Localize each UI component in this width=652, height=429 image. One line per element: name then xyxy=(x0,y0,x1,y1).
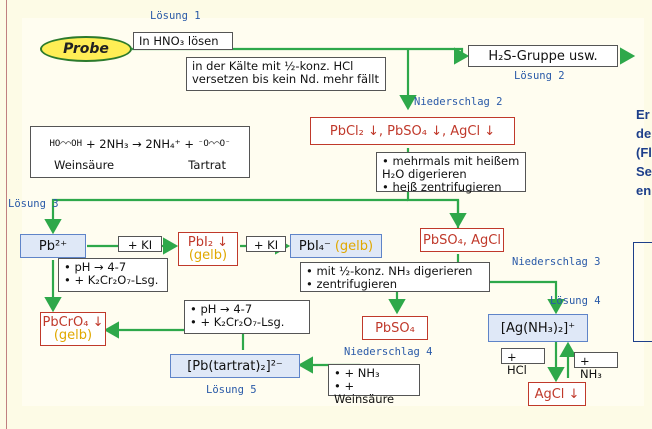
step-ki1: + KI xyxy=(118,236,162,252)
side-box-fragment xyxy=(633,242,652,342)
step-nh3-weinsaeure: + NH₃ + Weinsäure xyxy=(328,364,420,406)
arrow-to-agnh3 xyxy=(458,280,565,315)
side-text-line: en xyxy=(636,183,652,198)
pbi2-color: (gelb) xyxy=(188,248,228,263)
arrow-probe-h2s xyxy=(132,47,470,65)
step-ph-2-line: pH → 4-7 xyxy=(190,303,304,316)
side-text-line: de xyxy=(636,126,652,141)
reaction-equation: + 2NH₃ → 2NH₄⁺ + xyxy=(86,136,194,151)
step-nh3: mit ½-konz. NH₃ digerieren zentrifugiere… xyxy=(300,262,490,292)
step-hcl: in der Kälte mit ½-konz. HCl versetzen b… xyxy=(186,57,386,91)
node-pb2: Pb²⁺ xyxy=(20,234,86,258)
label-loesung1: Lösung 1 xyxy=(150,10,201,22)
label-loesung3: Lösung 3 xyxy=(8,198,59,210)
label-niederschlag3: Niederschlag 3 xyxy=(512,256,601,268)
tartrat-structure-icon: ⁻O⌒⌒O⁻ xyxy=(197,138,231,149)
step-ph-1: pH → 4-7 + K₂Cr₂O₇-Lsg. xyxy=(58,258,168,292)
reaction-box: HO⌒⌒OH + 2NH₃ → 2NH₄⁺ + ⁻O⌒⌒O⁻ Weinsäure… xyxy=(30,126,250,178)
label-loesung2: Lösung 2 xyxy=(514,70,565,82)
label-loesung5: Lösung 5 xyxy=(206,384,257,396)
step-hcl-add: + HCl xyxy=(501,348,545,377)
pbi2-formula: PbI₂ ↓ xyxy=(187,235,229,250)
tartrat-label: Tartrat xyxy=(188,158,226,172)
label-niederschlag4: Niederschlag 4 xyxy=(344,346,433,358)
side-text-line: (Fl xyxy=(636,145,652,160)
pbi4-formula: PbI₄⁻ xyxy=(298,238,331,254)
node-pbso4-agcl: PbSO₄, AgCl xyxy=(420,228,504,252)
step-hot-water: mehrmals mit heißem H₂O digerieren heiß … xyxy=(376,152,526,194)
node-agnh3: [Ag(NH₃)₂]⁺ xyxy=(488,314,588,342)
step-nh3-2: zentrifugieren xyxy=(306,278,484,291)
node-agcl: AgCl ↓ xyxy=(528,382,586,406)
step-nh3-add: + NH₃ xyxy=(334,367,414,380)
step-k2cr-2-line: + K₂Cr₂O₇-Lsg. xyxy=(190,316,304,329)
weinsaeure-label: Weinsäure xyxy=(54,158,115,172)
side-text-line: Er xyxy=(636,107,650,122)
step-nh3-add2: + NH₃ xyxy=(574,352,618,381)
step-ph-1-line: pH → 4-7 xyxy=(64,261,162,274)
step-ki2: + KI xyxy=(246,236,286,252)
pbcro4-formula: PbCrO₄ ↓ xyxy=(42,315,104,330)
pbi4-color: (gelb) xyxy=(334,238,374,254)
node-niederschlag2: PbCl₂ ↓, PbSO₄ ↓, AgCl ↓ xyxy=(310,117,515,145)
node-pbi2: PbI₂ ↓ (gelb) xyxy=(178,232,238,266)
label-niederschlag2: Niederschlag 2 xyxy=(414,96,503,108)
step-dissolve: In HNO₃ lösen xyxy=(133,32,233,50)
step-hot-water-2: heiß zentrifugieren xyxy=(382,181,520,194)
step-weinsaeure-add: + Weinsäure xyxy=(334,380,414,406)
node-pbcro4: PbCrO₄ ↓ (gelb) xyxy=(40,312,106,346)
side-text-fragment: Er de (Fl Se en xyxy=(636,105,652,200)
pbcro4-color: (gelb) xyxy=(53,328,93,343)
node-h2s-gruppe: H₂S-Gruppe usw. xyxy=(468,45,618,67)
side-text-line: Se xyxy=(636,164,652,179)
weinsaeure-structure-icon: HO⌒⌒OH xyxy=(49,138,83,149)
arrow-to-pb2 xyxy=(44,198,408,235)
step-ph-2: pH → 4-7 + K₂Cr₂O₇-Lsg. xyxy=(184,300,310,334)
probe-node: Probe xyxy=(40,36,132,62)
label-loesung4: Lösung 4 xyxy=(550,295,601,307)
step-k2cr-1-line: + K₂Cr₂O₇-Lsg. xyxy=(64,274,162,287)
step-nh3-1: mit ½-konz. NH₃ digerieren xyxy=(306,265,484,278)
node-pbtartrat: [Pb(tartrat)₂]²⁻ xyxy=(170,354,300,378)
node-pbi4: PbI₄⁻ (gelb) xyxy=(290,234,382,258)
left-divider xyxy=(6,0,7,429)
node-pbso4: PbSO₄ xyxy=(362,316,428,340)
step-hot-water-1: mehrmals mit heißem H₂O digerieren xyxy=(382,155,520,181)
